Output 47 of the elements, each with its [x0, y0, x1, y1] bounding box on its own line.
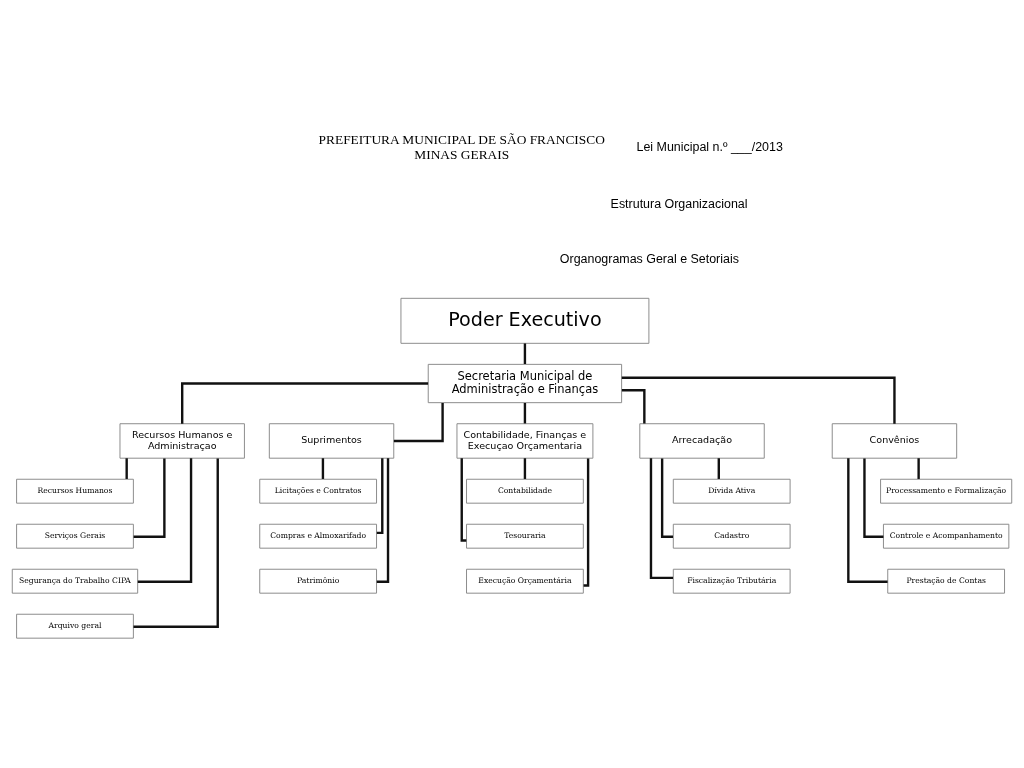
connector: [863, 458, 884, 538]
connector: [523, 458, 527, 479]
node-box: Licitações e Contratos: [259, 478, 378, 504]
node-box: Execução Orçamentária: [466, 568, 584, 594]
node-box: Cadastro: [672, 523, 791, 549]
connector: [660, 458, 673, 538]
connector: [376, 458, 384, 535]
node-box: Serviços Gerais: [16, 523, 134, 549]
node-box: Secretaria Municipal de Administração e Finanças: [427, 363, 623, 404]
connector: [133, 458, 219, 628]
connector: [621, 389, 646, 424]
node-box: Arquivo geral: [16, 613, 134, 639]
node-box: Compras e Almoxarifado: [259, 523, 378, 549]
node-box: Controle e Acompanhamento: [882, 523, 1010, 549]
node-box: Contabilidade, Finanças e Execuçao Orçamentaria: [456, 423, 594, 459]
connector: [181, 382, 429, 424]
node-box: Patrimônio: [259, 568, 378, 594]
connector: [125, 458, 128, 479]
node-box: Poder Executivo: [400, 297, 650, 344]
node-box: Suprimentos: [268, 423, 395, 459]
connector: [621, 376, 896, 424]
connector: [917, 458, 920, 479]
label: PREFEITURA MUNICIPAL DE SÃO FRANCISCO MINAS GERAIS: [318, 132, 605, 162]
node-box: Segurança do Trabalho CIPA: [11, 568, 139, 594]
connector: [393, 402, 444, 443]
connector: [523, 402, 527, 424]
connector: [137, 458, 193, 583]
connector: [717, 458, 720, 479]
label: Lei Municipal n.º ___/2013: [636, 140, 783, 155]
node-box: Contabilidade: [466, 478, 584, 504]
node-box: Fiscalização Tributária: [672, 568, 791, 594]
connector: [523, 343, 527, 364]
node-box: Processamento e Formalização: [880, 478, 1013, 504]
label: Organogramas Geral e Setoriais: [559, 252, 739, 267]
node-box: Convênios: [831, 423, 958, 459]
node-box: Prestação de Contas: [887, 568, 1006, 594]
node-box: Arrecadação: [639, 423, 765, 459]
node-box: Tesouraria: [466, 523, 584, 549]
connector: [133, 458, 166, 538]
connector: [321, 458, 325, 479]
connector: [649, 458, 674, 580]
node-box: Recursos Humanos e Administraçao: [119, 423, 245, 459]
node-box: Recursos Humanos: [16, 478, 134, 504]
connector: [376, 458, 390, 583]
node-box: Dívida Ativa: [672, 478, 791, 504]
label: Estrutura Organizacional: [610, 196, 748, 211]
connector: [847, 458, 888, 583]
